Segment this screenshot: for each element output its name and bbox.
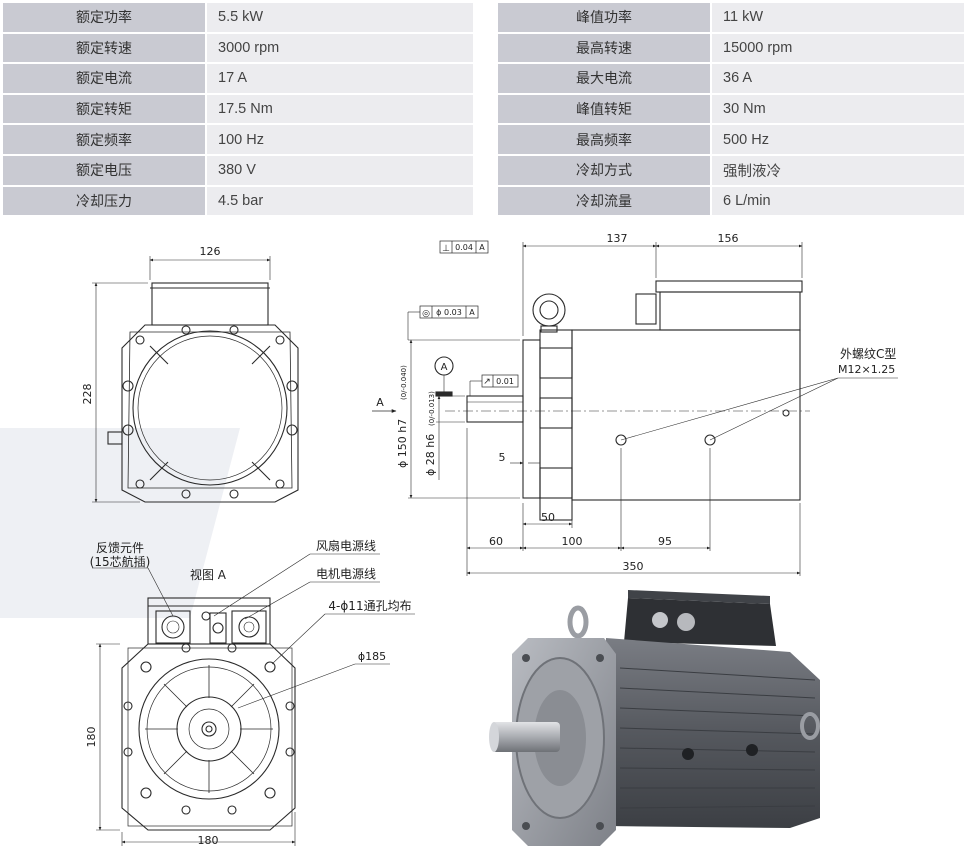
thread-label-cn: 外螺纹C型 (840, 347, 896, 361)
tol-runout-value: 0.01 (496, 377, 514, 386)
spec-value: 500 Hz (712, 125, 964, 154)
view-a (92, 553, 415, 846)
spec-label: 额定电流 (3, 64, 205, 93)
fan-cable-label: 风扇电源线 (316, 538, 376, 553)
dim-156: 156 (718, 232, 739, 245)
spec-label: 最大电流 (498, 64, 710, 93)
technical-drawing: 126 228 (0, 232, 898, 847)
dim-50: 50 (541, 511, 555, 524)
dim-shaft-tolerance: (0/-0.013) (428, 391, 436, 426)
spec-value: 380 V (207, 155, 473, 185)
motor-photo (489, 590, 820, 846)
dim-front-height: 228 (81, 384, 94, 405)
dim-flange-tolerance: (0/-0.040) (400, 365, 408, 400)
spec-label: 额定转速 (3, 33, 205, 63)
front-view (92, 256, 299, 503)
spec-value: 强制液冷 (712, 155, 964, 185)
spec-label: 冷却压力 (3, 186, 205, 216)
tol-perp-value: 0.04 (455, 243, 473, 252)
spec-value: 30 Nm (712, 94, 964, 124)
perpendicularity-icon: ⊥ (442, 244, 450, 254)
spec-label: 冷却方式 (498, 155, 710, 185)
spec-value: 17.5 Nm (207, 94, 473, 124)
spec-label: 峰值功率 (498, 3, 710, 32)
spec-row: 冷却方式强制液冷 (498, 155, 964, 185)
feedback-label: 反馈元件 (96, 541, 144, 555)
spec-label: 最高转速 (498, 33, 710, 63)
concentricity-icon: ◎ (422, 309, 430, 319)
dim-front-width: 126 (200, 245, 221, 258)
tol-circ-datum: A (469, 308, 475, 317)
dim-137: 137 (607, 232, 628, 245)
background-band (0, 428, 240, 618)
spec-value: 6 L/min (712, 186, 964, 216)
spec-value: 15000 rpm (712, 33, 964, 63)
dim-5: 5 (499, 451, 506, 464)
view-a-title: 视图 A (190, 567, 227, 582)
spec-value: 4.5 bar (207, 186, 473, 216)
dim-60: 60 (489, 535, 503, 548)
mounting-holes-label: 4-ϕ11通孔均布 (328, 599, 411, 613)
spec-value: 5.5 kW (207, 3, 473, 32)
spec-label: 额定频率 (3, 125, 205, 154)
dim-view-a-width: 180 (198, 834, 219, 847)
thread-label-spec: M12×1.25 (838, 363, 895, 376)
spec-value: 17 A (207, 64, 473, 93)
runout-icon: ↗ (483, 377, 491, 387)
dim-flange-diameter: ϕ 150 h7 (396, 419, 409, 468)
feedback-sub-label: (15芯航插) (90, 554, 151, 569)
diameter-185-label: ϕ185 (358, 650, 386, 663)
dim-350: 350 (623, 560, 644, 573)
spec-value: 3000 rpm (207, 33, 473, 63)
spec-value: 100 Hz (207, 125, 473, 154)
dim-view-a-height: 180 (85, 727, 98, 748)
spec-value: 11 kW (712, 3, 964, 32)
side-view (372, 240, 898, 576)
dim-shaft-diameter: ϕ 28 h6 (424, 434, 437, 476)
spec-label: 最高频率 (498, 125, 710, 154)
spec-label: 额定转矩 (3, 94, 205, 124)
spec-label: 额定功率 (3, 3, 205, 32)
spec-label: 冷却流量 (498, 186, 710, 216)
dim-95: 95 (658, 535, 672, 548)
spec-value: 36 A (712, 64, 964, 93)
tol-circ-value: ϕ 0.03 (436, 308, 462, 317)
dim-100: 100 (562, 535, 583, 548)
spec-label: 额定电压 (3, 155, 205, 185)
spec-label: 峰值转矩 (498, 94, 710, 124)
datum-label: A (441, 362, 448, 373)
motor-cable-label: 电机电源线 (316, 567, 376, 581)
tol-perp-datum: A (479, 243, 485, 252)
view-arrow-label: A (376, 396, 384, 409)
